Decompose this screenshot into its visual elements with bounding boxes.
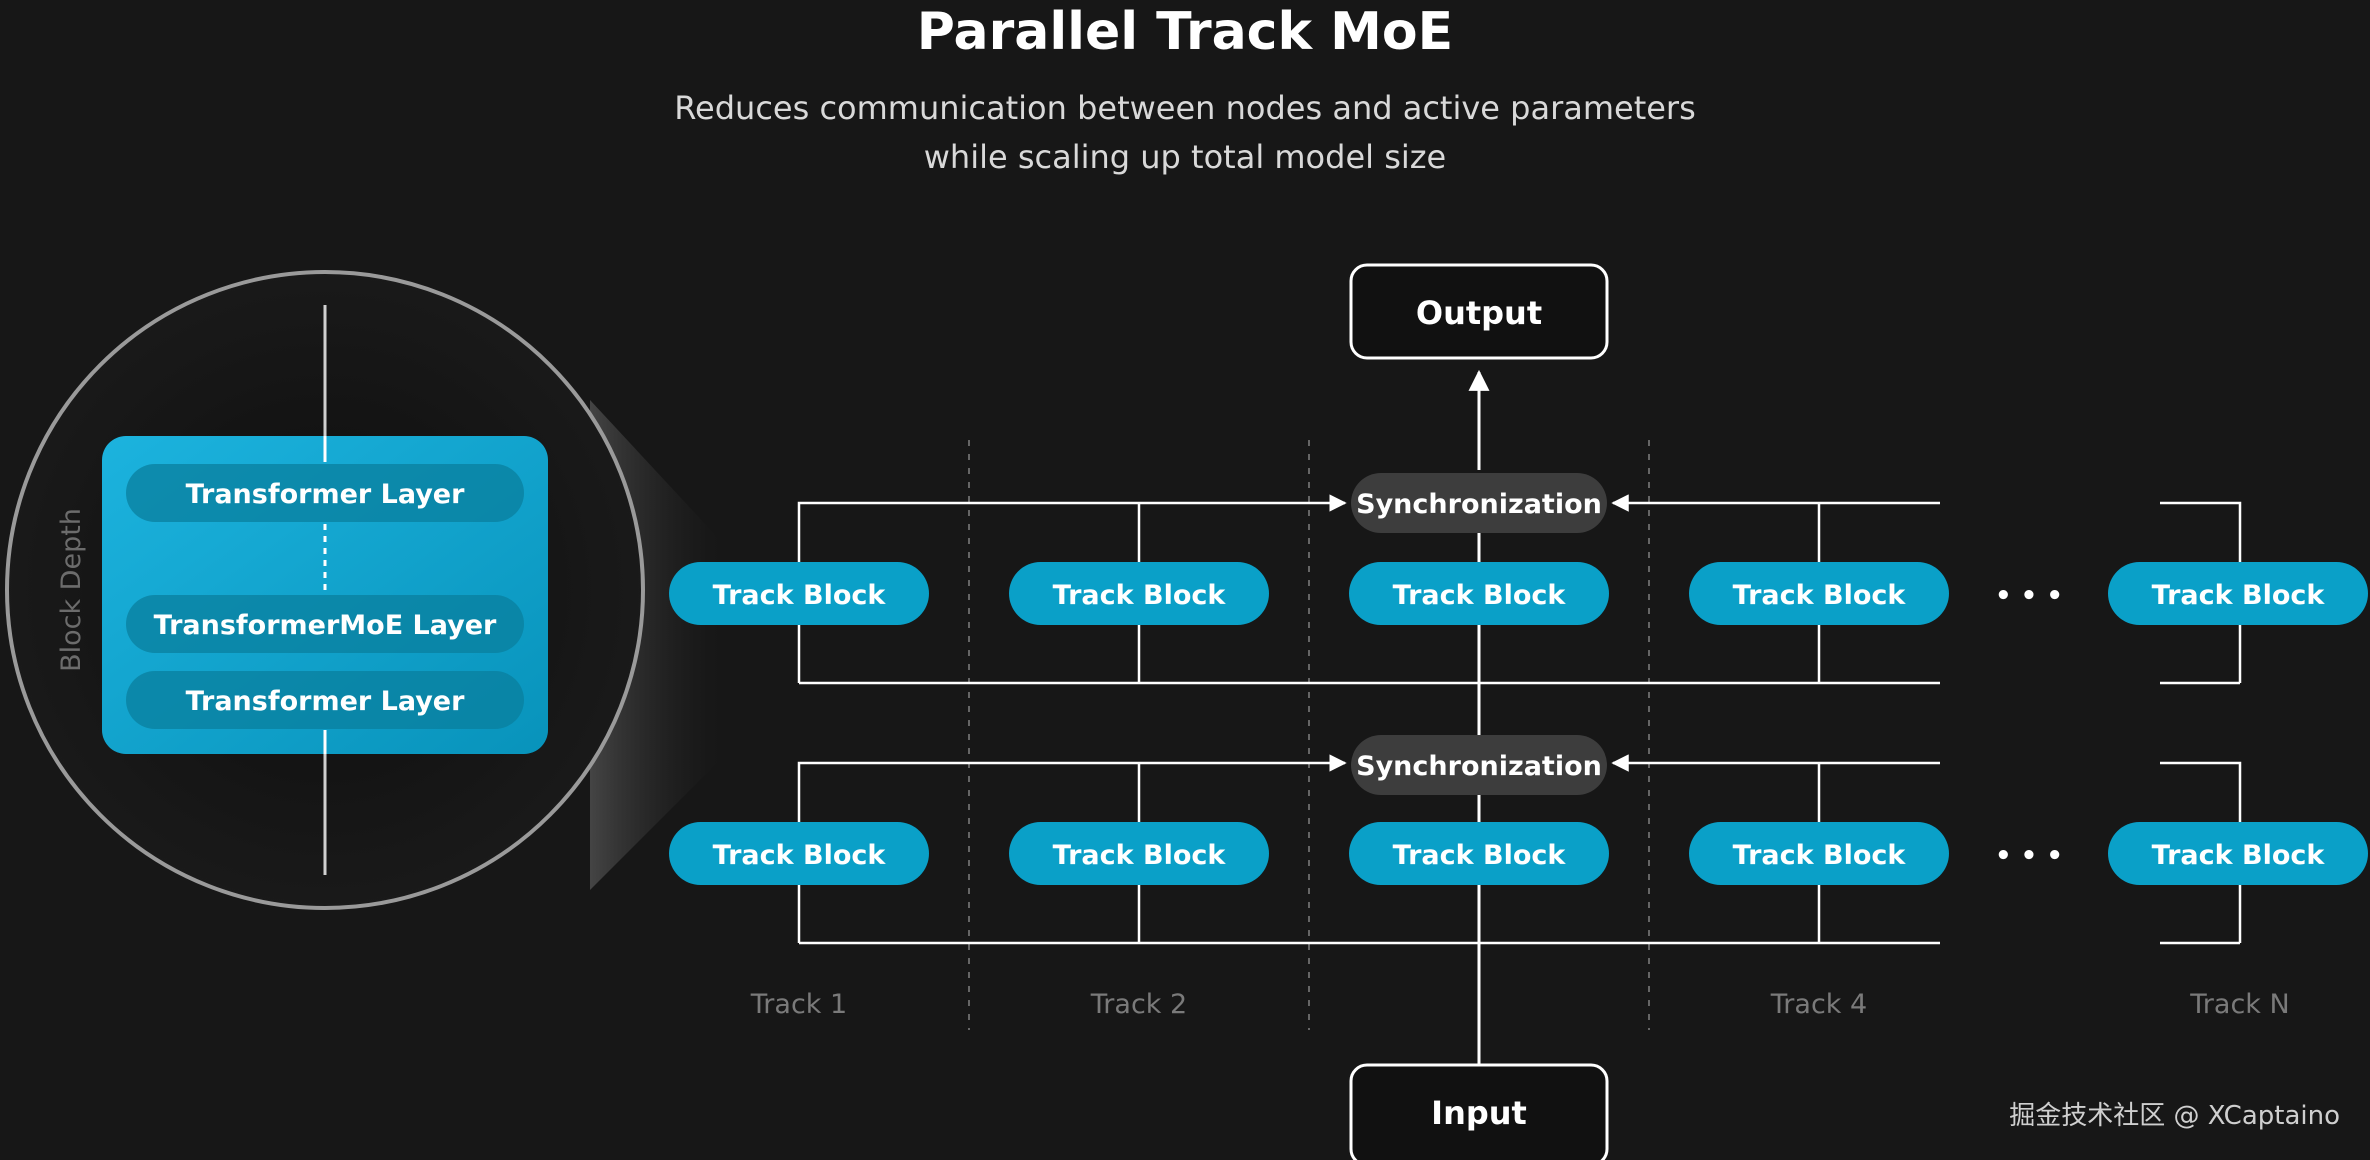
row2-top-bus-left	[797, 761, 1139, 822]
sync-label: Synchronization	[1356, 489, 1602, 520]
transformer-layer-bottom	[126, 671, 524, 729]
synchronization-node	[1351, 473, 1607, 533]
track-block: Track Block	[669, 562, 929, 625]
block-depth-label: Block Depth	[56, 508, 87, 672]
input-label: Input	[1431, 1094, 1527, 1132]
page-title: Parallel Track MoE	[916, 2, 1454, 62]
track-block: Track Block	[669, 822, 929, 885]
track-label: Track N	[2189, 989, 2289, 1020]
synchronization-node	[1351, 735, 1607, 795]
svg-text:Track Block: Track Block	[713, 580, 887, 611]
subtitle-line-2: while scaling up total model size	[923, 138, 1447, 176]
layer-label: Transformer Layer	[186, 686, 466, 717]
svg-text:Track Block: Track Block	[1733, 580, 1907, 611]
ellipsis: • • •	[1995, 841, 2063, 871]
layer-label: TransformerMoE Layer	[154, 610, 497, 641]
output-label: Output	[1416, 294, 1542, 332]
sync-label: Synchronization	[1356, 751, 1602, 782]
svg-text:Track Block: Track Block	[2152, 580, 2326, 611]
track-block: Track Block	[2108, 822, 2368, 885]
track-label: Track 2	[1090, 989, 1187, 1020]
track-block: Track Block	[1009, 562, 1269, 625]
track-block: Track Block	[1689, 562, 1949, 625]
track-block: Track Block	[1349, 822, 1609, 885]
output-box	[1349, 263, 1609, 360]
svg-text:Track Block: Track Block	[1393, 840, 1567, 871]
svg-text:Track Block: Track Block	[1053, 840, 1227, 871]
svg-text:Track Block: Track Block	[713, 840, 887, 871]
track-block: Track Block	[1349, 562, 1609, 625]
track-block: Track Block	[1689, 822, 1949, 885]
track-block: Track Block	[1009, 822, 1269, 885]
svg-text:Track Block: Track Block	[1733, 840, 1907, 871]
watermark: 掘金技术社区 @ XCaptaino	[2009, 1101, 2340, 1131]
ellipsis: • • •	[1995, 581, 2063, 611]
svg-text:Track Block: Track Block	[2152, 840, 2326, 871]
transformer-layer-top	[126, 464, 524, 522]
svg-text:Track Block: Track Block	[1393, 580, 1567, 611]
subtitle-line-1: Reduces communication between nodes and …	[674, 89, 1696, 127]
row2-top-bus-right	[2160, 761, 2242, 822]
track-label: Track 4	[1770, 989, 1867, 1020]
row1-top-bus-left	[797, 501, 1139, 562]
track-block: Track Block	[2108, 562, 2368, 625]
row1-top-bus-right	[2160, 501, 2242, 562]
layer-label: Transformer Layer	[186, 479, 466, 510]
transformermoe-layer	[126, 595, 524, 653]
track-label: Track 1	[750, 989, 847, 1020]
svg-text:Track Block: Track Block	[1053, 580, 1227, 611]
